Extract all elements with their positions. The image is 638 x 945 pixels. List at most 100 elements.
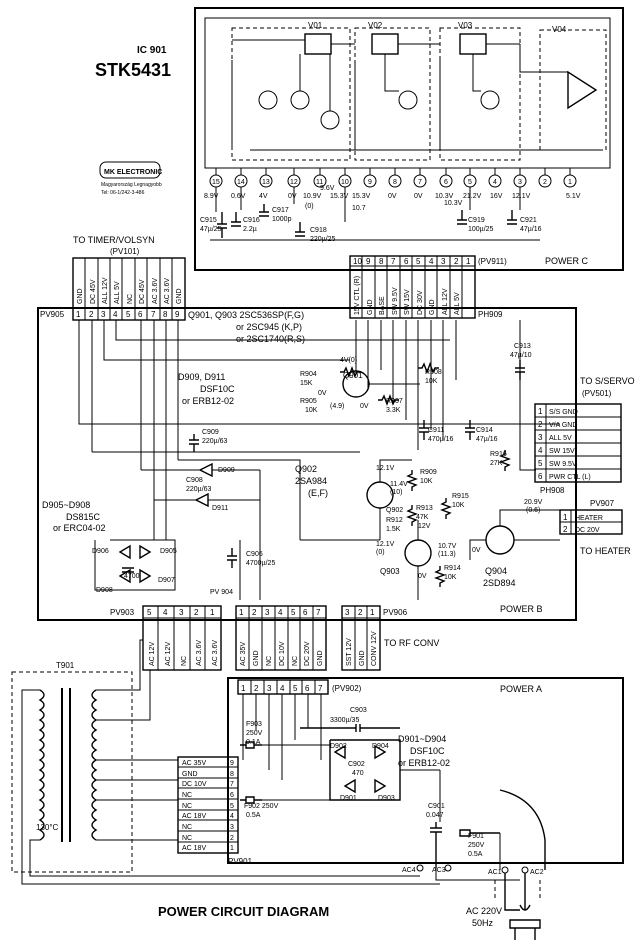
pv911-grid [350,256,475,318]
transformer-wiring [21,639,440,885]
ic-transistor-1 [258,90,278,110]
power-switch [494,880,541,900]
resistor-ref: R905 [300,398,317,405]
q902-note: Q902 [295,464,317,474]
c903-value: 3300µ/35 [330,717,359,724]
pin-voltage-extra: (0) [305,203,314,210]
pin-voltage: 0V [414,193,423,200]
pv906-signal: AC 35V [240,642,247,666]
pv501-grid [535,404,621,482]
pv906-signal: NC [292,656,299,666]
pv903-grid [143,606,221,670]
mains-input: AC4 AC3 AC1 AC2 AC 220V 50Hz [402,789,546,940]
pv902-pin: 1 [241,684,246,693]
resistor-ref: R914 [444,565,461,572]
servo-title: TO S/SERVO [580,376,635,386]
voltage-label: 12.1V [376,465,395,472]
diode-ref: D907 [158,577,175,584]
ic-pin-number: 3 [518,179,522,186]
pv903-pin: 5 [147,608,152,617]
f901-value2: 0.5A [468,851,483,858]
pin-voltage: 15.3V [352,193,371,200]
voltage-label: 12V [418,523,431,530]
cap-ref: C911 [428,427,444,434]
ac-label: AC2 [530,869,544,876]
f902-ref: F902 250V [244,803,279,810]
cap-value: 4700 [124,573,140,580]
c903-ref: C903 [350,707,367,714]
diode-ref: D906 [92,548,109,555]
mains-frequency: 50Hz [472,918,494,928]
v03-block [439,27,521,161]
voltage-label: 0V [360,403,369,410]
cap-ref: C918 [310,227,327,234]
q903-symbol [404,539,432,567]
ic-designator: IC 901 [137,45,167,56]
pv907-label: PV907 [590,499,615,508]
v04-label: V04 [552,25,567,34]
cap-ref: C917 [272,207,289,214]
power-c-border [194,7,624,271]
pv906-pin: 5 [291,608,296,617]
pv911-pin: 9 [366,257,371,266]
pv902-pin: 3 [267,684,272,693]
pv101-signal: DC 45V [139,279,146,304]
pin-voltage: 16V [490,193,503,200]
pv906-right-signal: GND [359,650,366,666]
v02-reg-symbol [371,33,399,55]
pv901-signal: NC [182,835,192,842]
resistor-ref: R904 [300,371,317,378]
voltage-label: 20.9V [524,499,543,506]
pv901-signal: DC 10V [182,781,207,788]
pv902-pin: 2 [254,684,259,693]
pv911-label: (PV911) [478,257,507,266]
ic-pin-number: 5 [468,179,472,186]
diagram-title: POWER CIRCUIT DIAGRAM [158,904,329,919]
pv906-right-box [341,605,381,671]
cap-value: 47µ/16 [520,226,542,233]
pv906-right-signal: CONV 12V [371,631,378,666]
ic-transistor-5 [480,90,500,110]
pin-voltage: 21.2V [463,193,482,200]
cap-value: 4700µ/25 [246,560,275,567]
ic-pin-number: 14 [237,179,245,186]
voltage-label: (10) [390,489,402,496]
v02-label: V02 [368,21,383,30]
pv903-signal: AC 3.6V [212,640,219,666]
pv905-pin: 9 [175,310,180,319]
d905-part: DS815C [66,512,101,522]
pv501-pin: 4 [538,446,543,455]
pin-voltage: 0.6V [231,193,246,200]
resistor-ref: R913 [416,505,433,512]
resistor-ref: R912 [386,517,403,524]
pv903-label: PV903 [110,608,135,617]
cap-ref: C913 [514,343,531,350]
cap-value: 47µ/16 [476,436,498,443]
ic-pin-number: 1 [568,179,572,186]
d901-alt: or ERB12-02 [398,758,450,768]
thermal-fuse-label: 130°C [36,823,59,832]
ic-pin-number: 15 [212,179,220,186]
pin-voltage: 8.9V [204,193,219,200]
ic-pin-number: 9 [368,179,372,186]
pv911-pin: 4 [429,257,434,266]
heater-title: TO HEATER [580,546,631,556]
pv902-label: (PV902) [332,684,362,693]
pv905-pin: 5 [126,310,131,319]
mk-logo-text: MK ELECTRONIC [104,169,162,176]
q901-note: Q901, Q903 2SC536SP(F,G) [188,310,304,320]
pv911-pin: 7 [391,257,396,266]
pv906-signal: NC [266,656,273,666]
pv902-pin: 4 [280,684,285,693]
ic-transistor-2 [290,90,310,110]
v04-amp-symbol [567,70,598,110]
pv911-signal: SW 15V [404,289,411,315]
c901-ref: C901 [428,803,445,810]
pv101-box [72,257,186,321]
pv906-left-box [235,605,327,671]
pv903-pin: 1 [210,608,215,617]
pv903-connector: 5 4 3 2 1 AC 12V AC 12V NC AC 3.6V AC 3.… [110,605,222,671]
pv901-pin: 6 [230,792,234,799]
pv902-box [237,679,329,695]
voltage-label: 11.4V [390,481,408,488]
